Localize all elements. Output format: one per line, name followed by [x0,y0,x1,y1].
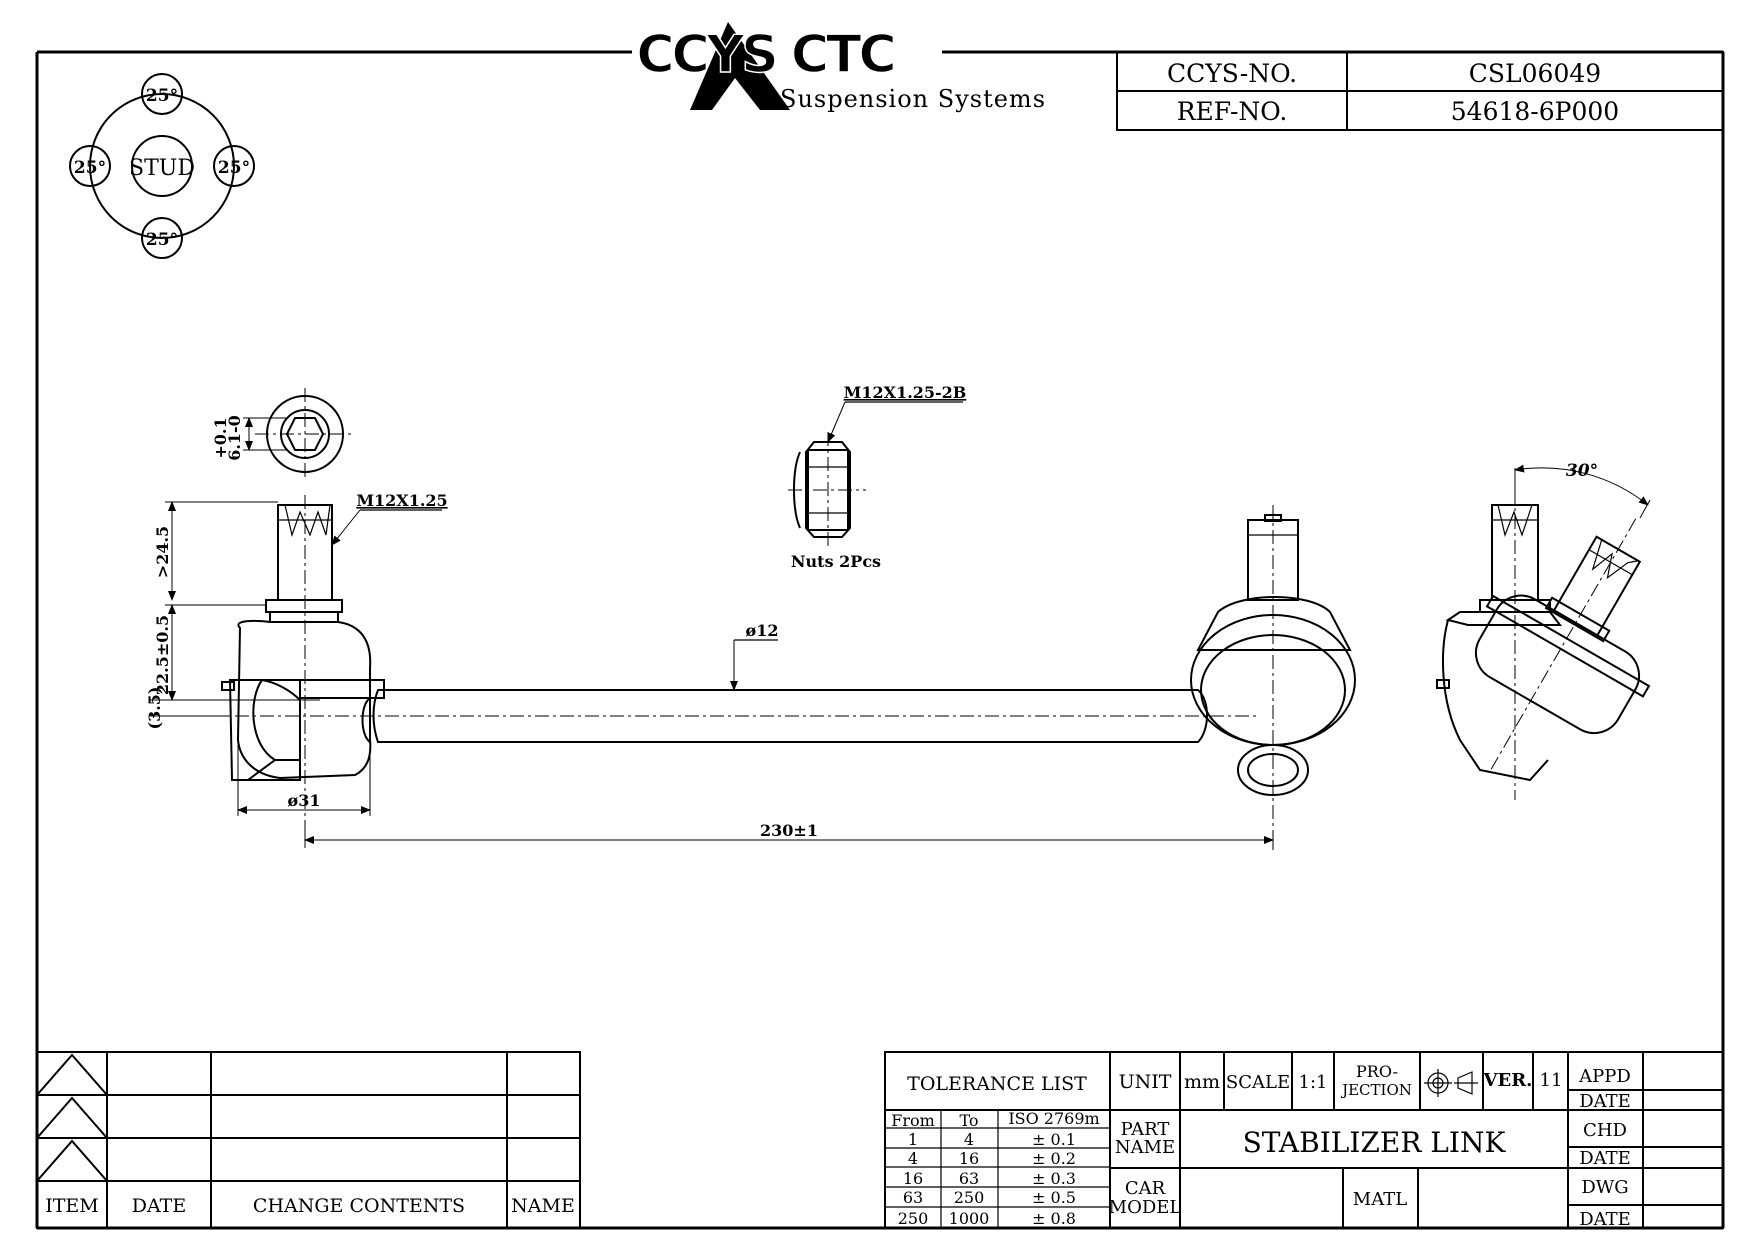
stud-angle-left: 25° [74,158,106,178]
hex-size-tolerance: +0.1 [211,417,230,458]
logo-subtitle: Suspension Systems [780,85,1046,113]
stud-length-label: >24.5 [153,526,172,578]
tol-header-iso: ISO 2769m [1008,1109,1099,1128]
tolerance-title: TOLERANCE LIST [907,1073,1087,1095]
car-model-label-2: MODEL [1109,1197,1182,1218]
stud-angle-diagram: STUD 25° 25° 25° 25° [69,73,255,259]
rev-header-item: ITEM [45,1195,99,1217]
tol-row-from: 250 [898,1209,929,1228]
material-label: MATL [1353,1189,1407,1210]
stud-angle-bottom: 25° [146,230,178,250]
tol-header-from: From [891,1111,935,1130]
tol-row-value: ± 0.8 [1032,1209,1076,1228]
checked-label: CHD [1583,1120,1627,1141]
revision-table: ITEM DATE CHANGE CONTENTS NAME [36,1051,581,1229]
tol-row-value: ± 0.5 [1032,1188,1076,1207]
tol-row-from: 63 [903,1188,923,1207]
drawn-date-label: DATE [1579,1209,1631,1230]
ccys-no-label: CCYS-NO. [1167,59,1297,88]
ccys-no-value: CSL06049 [1469,59,1601,88]
projection-symbol-icon [1424,1069,1478,1097]
nut-thread-label: M12X1.25-2B [844,383,967,402]
projection-label-1: PRO- [1356,1062,1398,1081]
tol-row-from: 1 [908,1130,918,1149]
angle-label: 30° [1566,461,1598,481]
tol-row-to: 63 [959,1169,979,1188]
car-model-label-1: CAR [1125,1178,1166,1199]
scale-value: 1:1 [1299,1072,1328,1093]
ball-diameter-label: ø31 [288,791,321,810]
part-name-value: STABILIZER LINK [1243,1126,1507,1159]
version-label: VER. [1483,1070,1533,1091]
rod-diameter-label: ø12 [746,621,779,640]
body-height-label: 22.5±0.5 [153,615,172,695]
scale-label: SCALE [1226,1072,1290,1093]
unit-label: UNIT [1119,1071,1172,1093]
offset-label: (3.5) [145,687,164,730]
stabilizer-link-main-view [160,495,1356,850]
tol-row-to: 1000 [949,1209,990,1228]
approved-label: APPD [1578,1066,1631,1087]
approved-date-label: DATE [1579,1091,1631,1112]
tolerance-rows: 1 4 ± 0.1 4 16 ± 0.2 16 63 ± 0.3 63 250 … [898,1130,1076,1228]
company-logo: CCYS CTC Suspension Systems [636,22,1046,113]
nuts-count-label: Nuts 2Pcs [791,552,881,571]
version-value: 11 [1540,1070,1563,1091]
tol-row-value: ± 0.3 [1032,1169,1076,1188]
rev-header-name: NAME [511,1195,575,1217]
nut-view: M12X1.25-2B Nuts 2Pcs [788,383,966,571]
rev-header-date: DATE [132,1195,186,1217]
overall-length-label: 230±1 [760,821,818,840]
tol-row-from: 16 [903,1169,923,1188]
stabilizer-link-angled-view: 30° [1436,461,1651,800]
header-table: CCYS-NO. CSL06049 REF-NO. 54618-6P000 [1116,51,1724,131]
thread-label: M12X1.25 [356,491,447,510]
logo-text: CCYS CTC [636,25,893,85]
drawn-label: DWG [1581,1177,1628,1198]
dimensions: M12X1.25 >24.5 22.5±0.5 (3.5) ø12 ø31 23… [145,491,1274,848]
title-block: TOLERANCE LIST From To ISO 2769m 1 4 ± 0… [884,1051,1724,1230]
unit-value: mm [1184,1071,1220,1093]
stud-angle-right: 25° [218,158,250,178]
tol-row-from: 4 [908,1149,918,1168]
tol-row-value: ± 0.1 [1032,1130,1076,1149]
part-name-label-1: PART [1121,1119,1170,1140]
part-name-label-2: NAME [1115,1137,1175,1158]
projection-label-2: JECTION [1340,1081,1412,1099]
tol-row-to: 4 [964,1130,974,1149]
hex-size-value: 6.1-0 [225,415,244,461]
hex-socket-end-view: +0.1 6.1-0 [211,388,355,480]
ref-no-label: REF-NO. [1177,97,1288,126]
stud-angle-top: 25° [146,86,178,106]
tol-row-value: ± 0.2 [1032,1149,1076,1168]
tol-row-to: 16 [959,1149,979,1168]
ref-no-value: 54618-6P000 [1451,97,1619,126]
rev-header-change: CHANGE CONTENTS [253,1195,465,1217]
stud-center-label: STUD [129,156,195,181]
tol-header-to: To [959,1111,978,1130]
tol-row-to: 250 [954,1188,985,1207]
checked-date-label: DATE [1579,1148,1631,1169]
